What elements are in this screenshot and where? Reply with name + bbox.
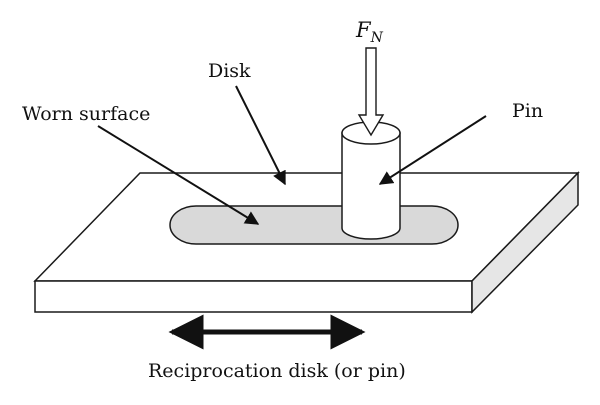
pin-label: Pin	[512, 100, 544, 122]
worn-surface-label: Worn surface	[22, 103, 151, 125]
force-subscript: N	[370, 30, 383, 47]
force-arrow-icon	[357, 47, 385, 137]
disk-label: Disk	[208, 60, 251, 82]
worn-track	[169, 205, 459, 245]
pin-cylinder	[341, 121, 401, 240]
pin-body	[341, 132, 401, 240]
leader-pin	[378, 115, 487, 185]
leader-worn-surface	[97, 125, 260, 225]
caption: Reciprocation disk (or pin)	[148, 360, 406, 382]
plate-right-side	[471, 171, 579, 314]
leader-disk	[235, 85, 286, 186]
normal-force-label: FN	[356, 18, 383, 47]
force-symbol: F	[356, 18, 371, 42]
plate-front-face	[34, 280, 473, 313]
